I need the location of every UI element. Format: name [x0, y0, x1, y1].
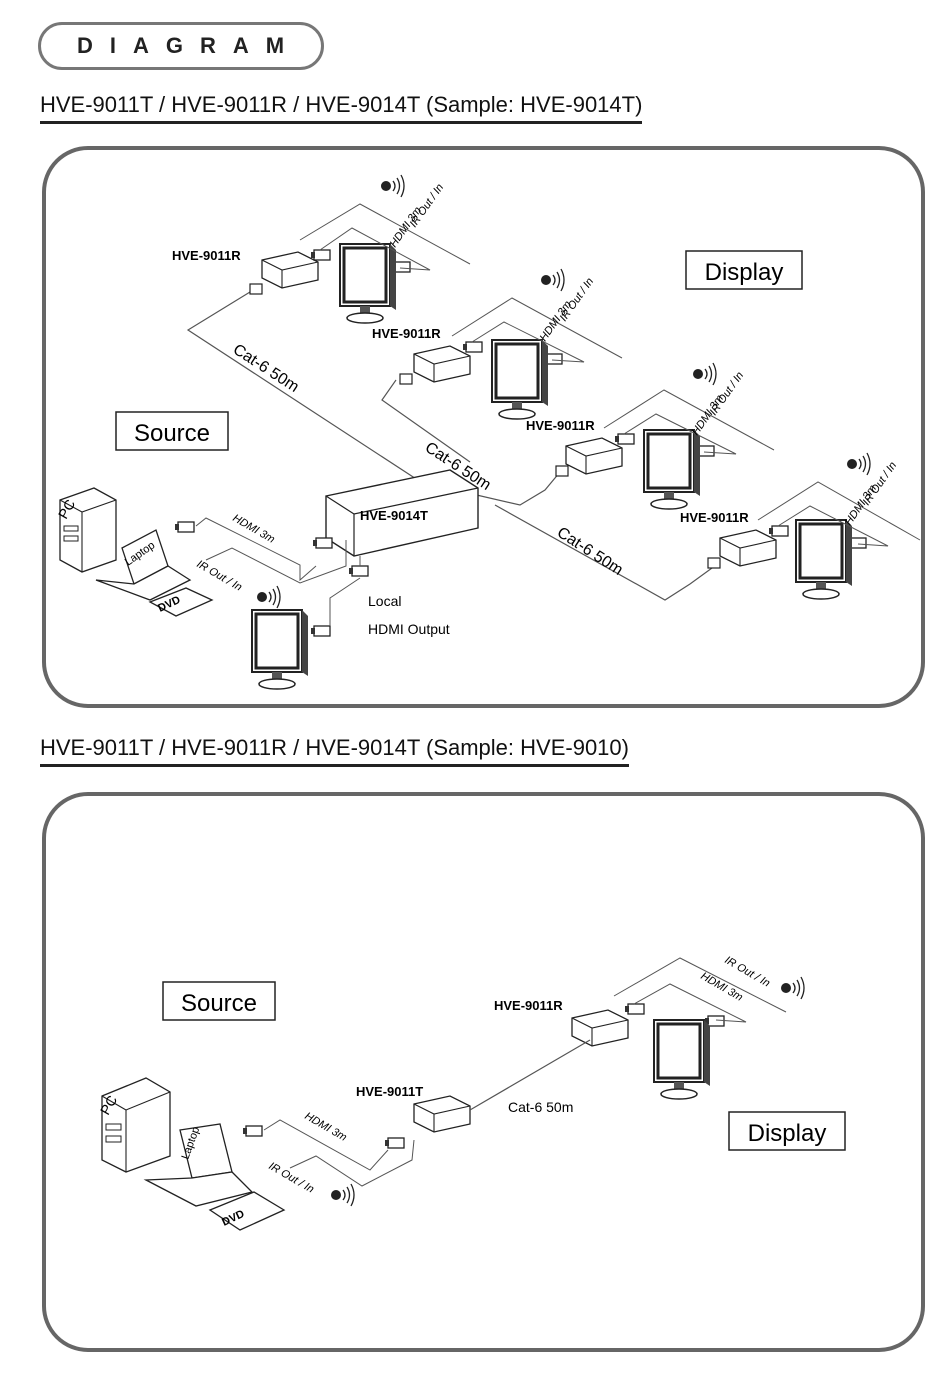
source-label: Source: [181, 990, 257, 1017]
transmitter-label: HVE-9011T: [356, 1084, 423, 1099]
source-box: [162, 981, 276, 1021]
section-title: DIAGRAM: [38, 22, 324, 70]
cat6-cable: [469, 1039, 591, 1111]
hub-label: HVE-9014T: [360, 508, 428, 523]
receiver-3: HVE-9011R IR Out / In HDMI 3m: [526, 362, 775, 511]
receiver-2: HVE-9011R IR Out / In HDMI 3m: [372, 268, 623, 421]
transmitter-device: [413, 1095, 471, 1133]
ir-label: IR Out / In: [195, 558, 244, 593]
receiver-label: HVE-9011R: [372, 326, 441, 341]
dvd-icon: DVD: [208, 1191, 286, 1231]
cable-label: Cat-6 50m: [508, 1099, 573, 1115]
pc-icon: PC: [97, 1077, 171, 1173]
hdmi-label: HDMI 3m: [231, 512, 277, 546]
receiver-4: HVE-9011R IR Out / In HDMI 3m: [680, 452, 921, 601]
diagram-1: Source Display Cat-6 50m Cat-6 50m Cat-6…: [55, 174, 921, 691]
laptop-icon: Laptop: [95, 529, 192, 601]
receiver-label: HVE-9011R: [680, 510, 749, 525]
local-label: Local: [368, 593, 401, 609]
hdmi-label: HDMI 3m: [843, 483, 879, 528]
display-box: [685, 250, 803, 290]
display-box: [728, 1111, 846, 1151]
hdmi-label: HDMI 3m: [303, 1110, 349, 1144]
source-box: [115, 411, 229, 451]
diagram-1-panel: [42, 146, 925, 708]
cable-label: Cat-6 50m: [554, 524, 626, 579]
diagram-2-heading: HVE-9011T / HVE-9011R / HVE-9014T (Sampl…: [40, 735, 629, 767]
receiver-label: HVE-9011R: [526, 418, 595, 433]
laptop-icon: Laptop: [143, 1123, 254, 1207]
display-label: Display: [705, 259, 784, 286]
display-label: Display: [748, 1120, 827, 1147]
receiver-device: [571, 1009, 629, 1047]
cat6-cables: [186, 291, 713, 601]
source-label: Source: [134, 420, 210, 447]
hdmi-label: HDMI 3m: [690, 393, 726, 438]
receiver-label: HVE-9011R: [494, 998, 563, 1013]
diagram-2: Source Display HVE-9011T HVE-9011R Cat-6…: [97, 954, 846, 1231]
diagram-2-panel: [42, 792, 925, 1352]
diagram-1-heading: HVE-9011T / HVE-9011R / HVE-9014T (Sampl…: [40, 92, 643, 124]
cable-label: Cat-6 50m: [230, 341, 302, 396]
local-output-label: HDMI Output: [368, 621, 450, 637]
receiver-label: HVE-9011R: [172, 248, 241, 263]
pc-icon: PC: [55, 487, 117, 573]
receiver-1: HVE-9011R IR Out / In HDMI 3m: [172, 174, 471, 325]
ir-label: IR Out / In: [267, 1160, 316, 1195]
dvd-icon: DVD: [148, 587, 214, 617]
